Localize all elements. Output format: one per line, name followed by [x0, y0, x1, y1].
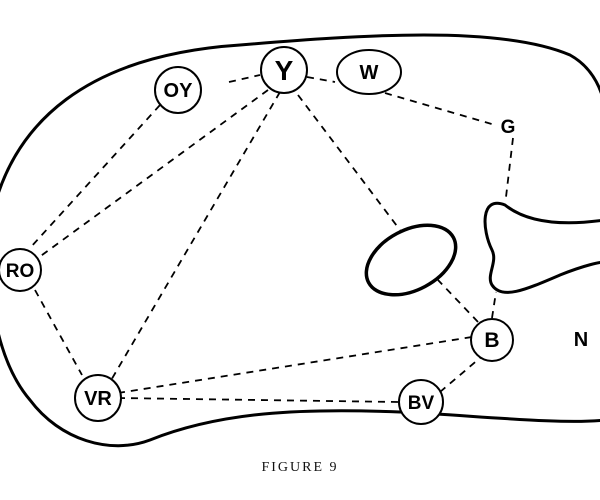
node-ro: RO — [0, 248, 42, 292]
edge-b-notch — [491, 291, 497, 319]
node-w-label: W — [360, 62, 379, 84]
node-ro-label: RO — [6, 261, 35, 282]
inner-obstacle-ellipse — [364, 223, 458, 297]
node-g-label: G — [501, 117, 516, 138]
edge-vr-bv — [117, 397, 399, 403]
edges — [29, 74, 514, 403]
node-b: B — [470, 318, 514, 362]
node-g: G — [501, 117, 516, 138]
node-bv: BV — [398, 379, 444, 425]
node-y: Y — [260, 46, 308, 94]
figure-caption: FIGURE 9 — [261, 460, 339, 475]
edge-y-vr — [109, 91, 281, 383]
edge-b-ellipse — [437, 279, 479, 323]
edge-y-w — [306, 76, 336, 83]
node-oy-label: OY — [164, 80, 194, 102]
node-y-label: Y — [275, 55, 294, 86]
node-n: N — [574, 329, 588, 351]
node-bv-label: BV — [408, 393, 435, 414]
edge-oy-ro — [29, 104, 161, 249]
edge-y-ellipse — [297, 94, 401, 231]
outer-boundary — [0, 33, 600, 448]
edge-w-g — [384, 92, 496, 126]
edge-y-ro — [37, 89, 269, 259]
node-n-label: N — [574, 329, 588, 351]
node-b-label: B — [484, 329, 499, 352]
node-vr-label: VR — [84, 388, 112, 410]
edge-bv-b — [439, 357, 481, 393]
notch-shape — [483, 201, 600, 294]
edge-oy-y — [228, 74, 261, 83]
node-w: W — [336, 49, 402, 95]
node-vr: VR — [74, 374, 122, 422]
edge-ro-vr — [34, 289, 83, 376]
node-oy: OY — [154, 66, 202, 114]
edge-g-notch — [505, 137, 514, 198]
